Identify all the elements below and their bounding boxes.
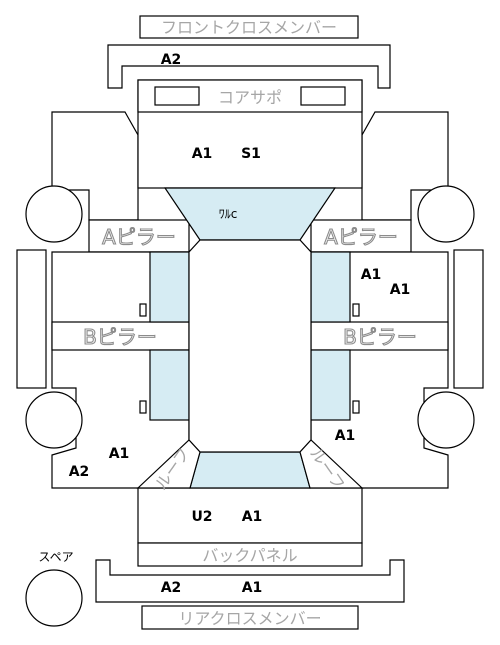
b-pillar-right-label: Bピラー xyxy=(343,325,417,349)
spare-tire[interactable] xyxy=(25,569,83,627)
left-side-sill xyxy=(16,249,47,389)
back-panel-label: バックパネル xyxy=(202,546,297,565)
rear-cross-code-a2: A2 xyxy=(161,580,182,596)
wheel-front-right[interactable] xyxy=(417,185,475,243)
rear-right-pillar xyxy=(299,439,364,489)
left-rear-door-glass[interactable] xyxy=(149,349,190,421)
roof-panel[interactable] xyxy=(188,239,312,453)
left-front-door-glass[interactable] xyxy=(149,251,190,323)
rear-panel-code-a: A1 xyxy=(242,509,263,525)
right-rear-handle xyxy=(352,400,360,414)
spare-label: スペア xyxy=(38,550,73,564)
front-cross-member-label: フロントクロスメンバー xyxy=(161,18,337,37)
windshield-glass[interactable] xyxy=(163,187,337,241)
right-lower-code: A1 xyxy=(335,428,356,444)
right-upper-code-1: A1 xyxy=(361,267,382,283)
rear-cross-member-label: リアクロスメンバー xyxy=(178,609,321,628)
left-lower-code-2: A2 xyxy=(69,464,90,480)
left-front-handle xyxy=(139,303,147,317)
right-rear-door-glass[interactable] xyxy=(310,349,351,421)
right-side-sill xyxy=(453,249,484,389)
windshield-label: ﾜﾙc xyxy=(219,207,238,221)
right-upper-code-2: A1 xyxy=(390,282,411,298)
front-cross-bracket xyxy=(107,44,391,89)
rear-cross-member-box xyxy=(141,605,359,630)
rear-cross-code-a1: A1 xyxy=(242,580,263,596)
front-panel-code-a: A1 xyxy=(192,146,213,162)
left-lower-code-1: A1 xyxy=(109,446,130,462)
core-support-label: コアサポ xyxy=(218,88,282,107)
wheel-rear-left[interactable] xyxy=(25,391,83,449)
a-pillar-left-label: Aピラー xyxy=(102,225,176,249)
rear-left-pillar xyxy=(136,439,201,489)
front-cross-member-box[interactable] xyxy=(139,15,359,39)
b-pillar-left-label: Bピラー xyxy=(83,325,157,349)
b-pillar-right-box xyxy=(310,321,449,351)
b-pillar-left-box xyxy=(51,321,190,351)
front-cross-member-code: A2 xyxy=(161,52,182,68)
back-panel-box xyxy=(137,542,363,567)
left-rear-handle xyxy=(139,400,147,414)
right-front-door-glass[interactable] xyxy=(310,251,351,323)
front-panel-code-s: S1 xyxy=(241,146,261,162)
left-headlight xyxy=(154,86,200,106)
rear-window-glass[interactable] xyxy=(189,451,311,489)
wheel-rear-right[interactable] xyxy=(417,391,475,449)
rear-cross-bracket xyxy=(95,559,405,603)
right-headlight xyxy=(300,86,346,106)
a-pillar-right-label: Aピラー xyxy=(324,225,398,249)
wheel-front-left[interactable] xyxy=(25,185,83,243)
a-pillar-right-box xyxy=(310,219,412,253)
right-front-handle xyxy=(352,303,360,317)
rear-panel-code-u: U2 xyxy=(191,509,212,525)
